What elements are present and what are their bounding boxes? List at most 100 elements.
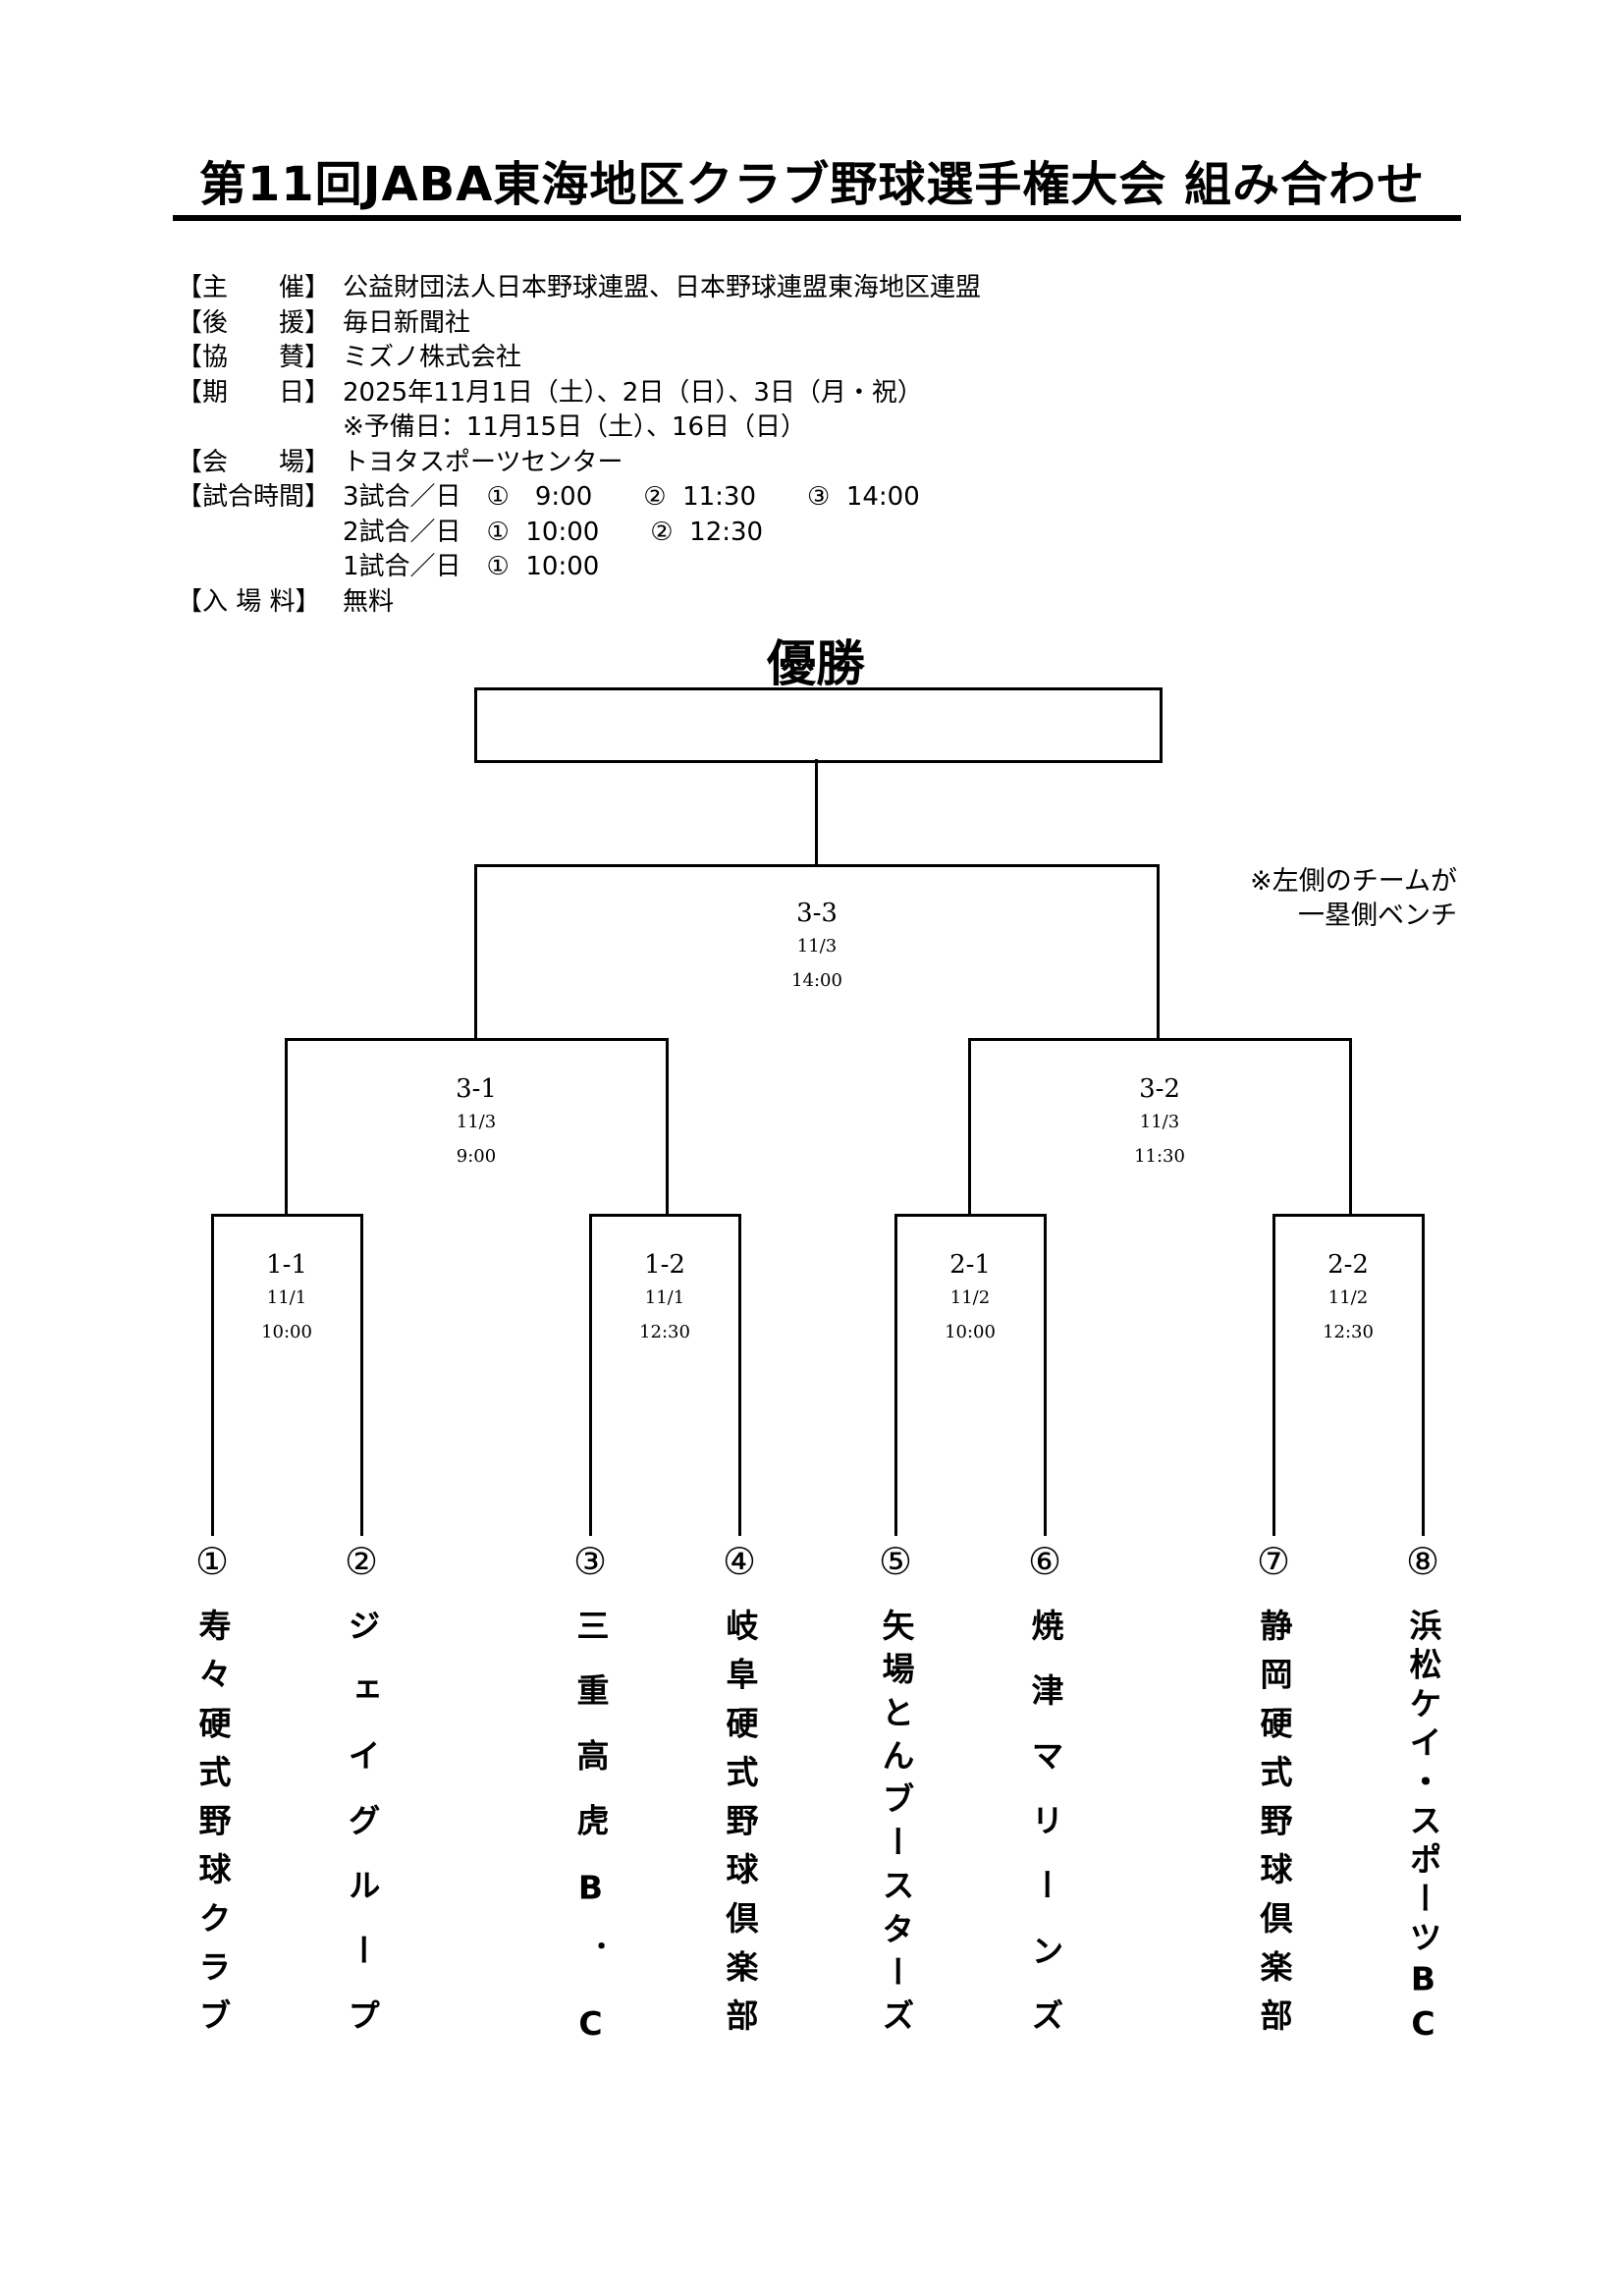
match-2-2: 2-2 11/2 12:30 [1270,1249,1427,1349]
info-value: ※予備日：11月15日（土）、16日（日） [343,412,807,442]
team-name: 三重高虎B．C [571,1609,610,2076]
team-entry: ② ジェイグループ [332,1542,391,2063]
page-title: 第11回JABA東海地区クラブ野球選手権大会 組み合わせ [198,157,1426,212]
info-label: 【入 場 料】 [177,586,321,617]
info-row: 2試合／日 ① 10:00 ② 12:30 [177,516,763,551]
match-id: 2-2 [1327,1250,1369,1280]
info-value: ミズノ株式会社 [343,343,522,372]
match-3-2: 3-2 11/3 11:30 [1081,1073,1238,1174]
match-1-2: 1-2 11/1 12:30 [586,1249,743,1349]
bracket-line [1422,1214,1425,1536]
team-number: ③ [572,1540,608,1583]
bracket-line [1044,1214,1047,1536]
match-time: 14:00 [791,970,842,991]
info-row: ※予備日：11月15日（土）、16日（日） [177,410,806,446]
match-time: 12:30 [639,1322,690,1342]
bracket-line [589,1214,592,1536]
match-3-3: 3-3 11/3 14:00 [738,898,895,998]
bracket-line [738,1214,741,1536]
team-entry: ⑦ 静岡硬式野球倶楽部 [1244,1542,1303,2048]
info-row: 1試合／日 ① 10:00 [177,550,599,585]
info-label: 【後 援】 [177,307,331,338]
team-name: 岐阜硬式野球倶楽部 [721,1609,759,2048]
champion-box [474,687,1163,763]
match-date: 11/3 [796,936,838,957]
info-label: 【試合時間】 [177,482,331,512]
match-id: 3-1 [456,1074,497,1104]
match-id: 3-2 [1139,1074,1180,1104]
match-date: 11/1 [266,1287,307,1308]
info-row: 【試合時間】3試合／日 ① 9:00 ② 11:30 ③ 14:00 [177,480,920,516]
champion-heading: 優勝 [767,635,865,692]
info-value: トヨタスポーツセンター [343,447,623,477]
match-2-1: 2-1 11/2 10:00 [892,1249,1049,1349]
info-label: 【期 日】 [177,377,331,408]
match-time: 10:00 [945,1322,996,1342]
team-entry: ⑧ 浜松ケイ・スポーツBC [1393,1542,1452,2050]
info-row: 【後 援】毎日新聞社 [177,306,470,342]
info-row: 【期 日】 2025年11月1日（土）、2日（日）、3日（月・祝） [177,376,923,411]
bracket-line [589,1214,741,1217]
match-date: 11/1 [644,1287,685,1308]
match-id: 2-1 [949,1250,991,1280]
team-number: ① [194,1540,230,1583]
bench-note: ※左側のチームが 一塁側ベンチ [1250,864,1457,933]
info-value: 2025年11月1日（土）、2日（日）、3日（月・祝） [343,377,923,408]
team-number: ⑦ [1256,1540,1291,1583]
match-id: 3-3 [796,899,838,928]
bracket-line [968,1038,971,1217]
match-date: 11/2 [1327,1287,1369,1308]
bracket-line [815,759,818,867]
match-date: 11/3 [456,1112,497,1132]
team-number: ② [344,1540,379,1583]
team-entry: ⑤ 矢場とんブースターズ [866,1542,925,2042]
match-time: 12:30 [1323,1322,1374,1342]
info-row: 【主 催】公益財団法人日本野球連盟、日本野球連盟東海地区連盟 [177,271,981,306]
bracket-line [1272,1214,1425,1217]
team-entry: ① 寿々硬式野球クラブ [183,1542,242,2048]
team-name: 矢場とんブースターズ [877,1609,915,2043]
bracket-line [474,864,1160,867]
info-row: 【協 賛】ミズノ株式会社 [177,341,521,376]
bracket-line [211,1214,363,1217]
match-time: 9:00 [456,1146,497,1167]
info-label: 【協 賛】 [177,343,331,372]
team-name: 浜松ケイ・スポーツBC [1404,1609,1442,2050]
info-value: 1試合／日 ① 10:00 [343,552,600,581]
info-row: 【入 場 料】無料 [177,585,394,621]
match-date: 11/3 [1139,1112,1180,1132]
team-number: ⑤ [878,1540,913,1583]
bench-note-line: ※左側のチームが [1250,866,1457,897]
bracket-line [285,1038,669,1041]
team-entry: ③ 三重高虎B．C [561,1542,620,2075]
bracket-line [1349,1038,1352,1217]
info-row: 【会 場】トヨタスポーツセンター [177,446,623,481]
team-name: 静岡硬式野球倶楽部 [1255,1609,1293,2048]
info-value: 2試合／日 ① 10:00 ② 12:30 [343,517,764,547]
team-name: 寿々硬式野球クラブ [193,1609,232,2048]
bracket-line [894,1214,1047,1217]
bracket-line [474,864,477,1041]
bracket-line [666,1038,669,1217]
match-3-1: 3-1 11/3 9:00 [398,1073,555,1174]
team-number: ⑧ [1405,1540,1440,1583]
bracket-line [285,1038,288,1217]
bracket-line [1157,864,1160,1041]
bracket-line [1272,1214,1275,1536]
bracket-line [894,1214,897,1536]
title-underline [173,215,1461,221]
team-name: 焼津マリーンズ [1026,1609,1064,2064]
bench-note-line: 一塁側ベンチ [1298,901,1457,931]
bracket-line [211,1214,214,1536]
info-label: 【主 催】 [177,273,331,302]
match-time: 11:30 [1134,1146,1185,1167]
match-id: 1-1 [266,1250,307,1280]
team-name: ジェイグループ [343,1609,381,2064]
match-date: 11/2 [949,1287,991,1308]
team-number: ④ [722,1540,757,1583]
bracket-line [968,1038,1352,1041]
info-value: 無料 [343,586,395,617]
match-id: 1-2 [644,1250,685,1280]
match-time: 10:00 [261,1322,312,1342]
